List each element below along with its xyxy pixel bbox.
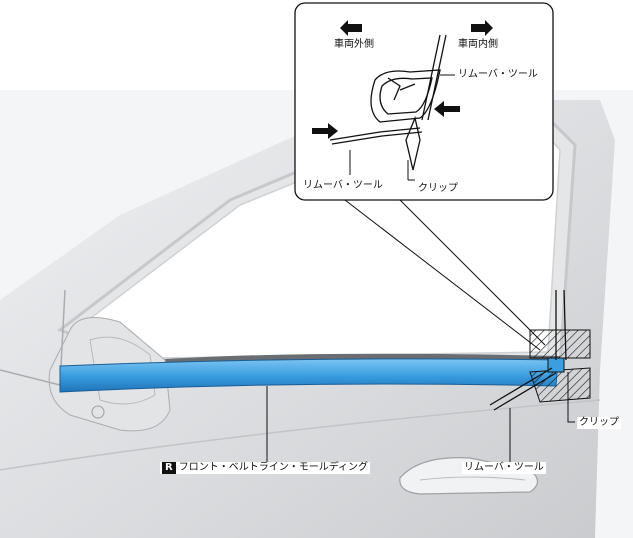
part-name: フロント・ベルトライン・モールディング xyxy=(179,462,368,473)
clip-label: クリップ xyxy=(577,417,621,429)
removal-tool-label-top: リムーバ・ツール xyxy=(458,69,538,81)
direction-inner-label: 車両内側 xyxy=(458,39,498,51)
removal-tool-label-left: リムーバ・ツール xyxy=(303,180,383,192)
direction-outer-label: 車両外側 xyxy=(334,39,374,51)
clip-detail-label: クリップ xyxy=(418,183,458,195)
removal-tool-label: リムーバ・ツール xyxy=(462,462,546,474)
part-badge: R xyxy=(162,462,176,474)
